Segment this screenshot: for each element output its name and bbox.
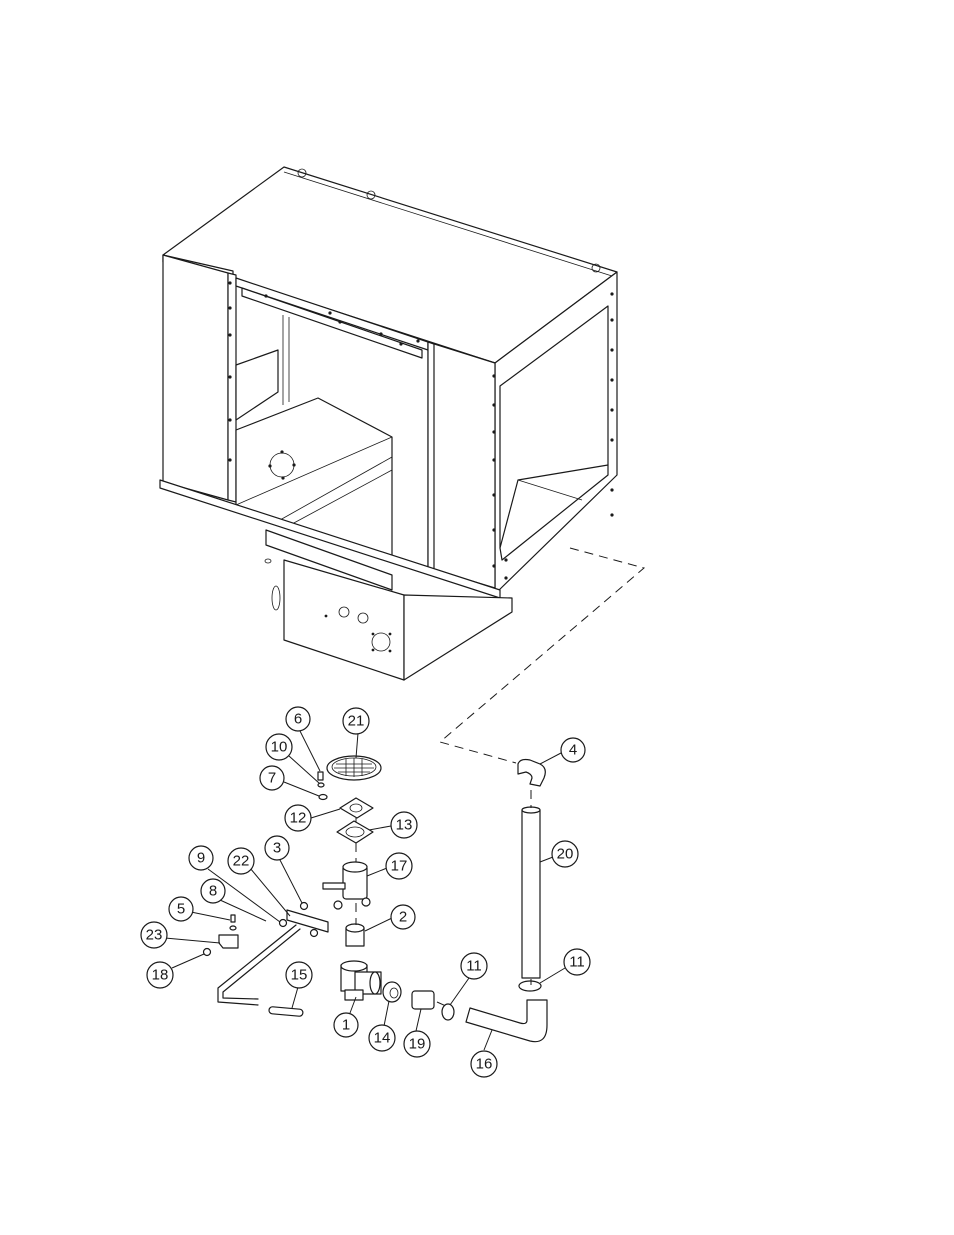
- callout-9: 9: [188, 845, 214, 871]
- cabinet-assembly: [159, 166, 618, 681]
- callout-6: 6: [285, 706, 311, 732]
- callout-11-upper: 11: [563, 948, 591, 976]
- linkage-rod: [217, 924, 297, 1006]
- fastener-dots: [228, 281, 614, 580]
- coupling: [345, 923, 365, 947]
- callout-15: 15: [285, 961, 313, 989]
- svg-text:7: 7: [268, 770, 276, 787]
- hose: [465, 999, 548, 1043]
- svg-text:23: 23: [146, 927, 163, 944]
- callout-19: 19: [403, 1030, 431, 1058]
- callout-12: 12: [284, 804, 312, 832]
- callout-14: 14: [368, 1024, 396, 1052]
- svg-text:5: 5: [177, 901, 185, 918]
- tee-fitting: [340, 960, 382, 1001]
- callout-7: 7: [259, 765, 285, 791]
- callout-21: 21: [342, 707, 370, 735]
- washer-large: [318, 793, 328, 801]
- svg-text:13: 13: [396, 817, 413, 834]
- svg-text:6: 6: [294, 711, 302, 728]
- drain-connection-dashed-line: [438, 547, 646, 764]
- svg-text:1: 1: [342, 1017, 350, 1034]
- callout-18: 18: [146, 961, 174, 989]
- svg-text:12: 12: [290, 810, 307, 827]
- svg-text:22: 22: [233, 853, 250, 870]
- svg-text:18: 18: [152, 967, 169, 984]
- svg-text:11: 11: [466, 958, 482, 975]
- elbow-fitting: [517, 758, 546, 787]
- callout-16: 16: [470, 1050, 498, 1078]
- callout-4: 4: [560, 737, 586, 763]
- svg-text:14: 14: [374, 1030, 391, 1047]
- hose-clamp-upper: [518, 980, 542, 992]
- callout-13: 13: [390, 811, 418, 839]
- svg-text:21: 21: [348, 713, 365, 730]
- callout-22: 22: [227, 847, 255, 875]
- callout-17: 17: [385, 852, 413, 880]
- plumbing-parts: [202, 755, 548, 1043]
- rod-end: [268, 1006, 304, 1017]
- svg-text:10: 10: [271, 739, 288, 756]
- leader-lines: [164, 730, 566, 1051]
- flange-plate: [339, 797, 374, 819]
- svg-text:16: 16: [476, 1056, 493, 1073]
- valve: [322, 861, 371, 910]
- svg-text:9: 9: [197, 850, 205, 867]
- callout-10: 10: [265, 733, 293, 761]
- callouts: 1 2 3 4 5 6 7 8: [140, 706, 591, 1078]
- bracket: [286, 909, 329, 933]
- svg-text:2: 2: [399, 909, 407, 926]
- callout-8: 8: [200, 878, 226, 904]
- callout-1: 1: [333, 1012, 359, 1038]
- callout-20: 20: [551, 840, 579, 868]
- hose-clamp: [441, 1003, 455, 1021]
- nipple: [411, 990, 435, 1010]
- svg-text:19: 19: [409, 1036, 426, 1053]
- strainer: [326, 755, 382, 781]
- svg-text:3: 3: [273, 840, 281, 857]
- svg-text:4: 4: [569, 742, 577, 759]
- pipe: [521, 809, 541, 979]
- callout-23: 23: [140, 921, 168, 949]
- flange: [336, 820, 374, 844]
- callout-5: 5: [168, 896, 194, 922]
- svg-text:20: 20: [557, 846, 574, 863]
- callout-3: 3: [264, 835, 290, 861]
- screw: [317, 771, 324, 781]
- svg-text:17: 17: [391, 858, 408, 875]
- callout-11-lower: 11: [460, 952, 488, 980]
- svg-text:11: 11: [569, 954, 585, 971]
- svg-text:15: 15: [291, 967, 308, 984]
- callout-2: 2: [390, 904, 416, 930]
- washer: [317, 782, 325, 788]
- mount-bracket: [218, 934, 239, 949]
- svg-text:8: 8: [209, 883, 217, 900]
